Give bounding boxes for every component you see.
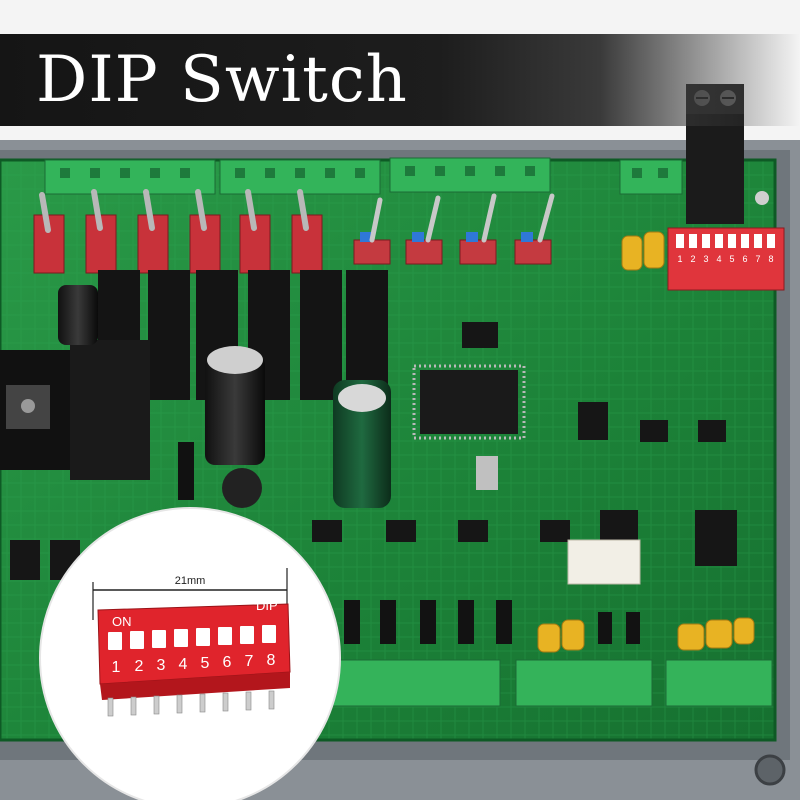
switch-number-4: 4 [179, 656, 188, 673]
yellow-capacitors [537, 231, 755, 653]
board-dip-switch: 1 2 3 4 5 6 7 8 [667, 227, 785, 291]
inset-magnifier: 21mm ON DIP 1 2 [39, 507, 341, 800]
board-dip-num: 3 [703, 254, 708, 264]
bottom-terminal-blocks [319, 659, 773, 707]
microcontroller-chip [412, 364, 526, 440]
capacitors [58, 285, 391, 508]
board-dip-num: 8 [768, 254, 773, 264]
board-dip-num: 4 [716, 254, 721, 264]
board-dip-num: 1 [677, 254, 682, 264]
pin-headers [344, 600, 640, 644]
top-terminal-blocks [44, 157, 683, 195]
dip-label: DIP [256, 598, 278, 613]
board-dip-num: 7 [755, 254, 760, 264]
board-dip-num: 5 [729, 254, 734, 264]
switch-number-1: 1 [112, 659, 121, 676]
dimension-label: 21mm [175, 575, 206, 587]
board-dip-num: 2 [690, 254, 695, 264]
on-label: ON [112, 614, 132, 629]
board-dip-num: 6 [742, 254, 747, 264]
switch-number-5: 5 [201, 655, 210, 672]
switch-number-2: 2 [135, 658, 144, 675]
page-title: DIP Switch [36, 43, 408, 117]
relays [98, 270, 388, 400]
switch-number-7: 7 [245, 653, 254, 670]
dip-switch-actuators [108, 625, 276, 650]
red-toggle-switches [33, 189, 323, 274]
white-connector [567, 539, 641, 585]
mini-toggle-switches [353, 193, 555, 265]
dip-switch-pins [107, 690, 275, 717]
switch-number-3: 3 [157, 657, 166, 674]
switch-number-8: 8 [267, 652, 276, 669]
title-banner [0, 34, 800, 126]
switch-number-6: 6 [223, 654, 232, 671]
